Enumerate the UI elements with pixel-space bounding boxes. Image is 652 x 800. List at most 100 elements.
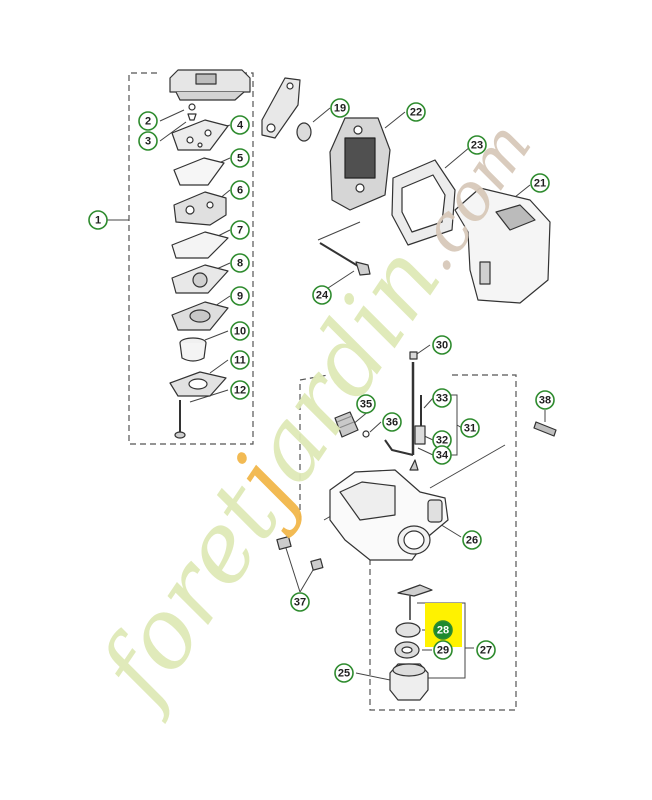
callout-label: 21 xyxy=(534,178,546,190)
callout-label: 6 xyxy=(237,185,243,197)
callout-circle xyxy=(290,592,310,612)
callout-circle xyxy=(433,620,453,640)
callout-label: 35 xyxy=(360,399,372,411)
callout-circle xyxy=(230,115,250,135)
callout-22: 22 xyxy=(406,102,426,122)
callout-label: 36 xyxy=(386,417,398,429)
pump-cover xyxy=(171,119,229,151)
callout-circle xyxy=(88,210,108,230)
air-cleaner-base xyxy=(329,117,391,211)
intake-insulator xyxy=(261,77,301,139)
primer-retainer xyxy=(169,371,227,397)
callout-circle xyxy=(432,445,452,465)
callout-circle xyxy=(467,135,487,155)
callout-9: 9 xyxy=(230,286,250,306)
callout-circle xyxy=(432,335,452,355)
callout-label: 32 xyxy=(436,435,448,447)
long-bolt xyxy=(319,242,371,276)
callout-circle xyxy=(535,390,555,410)
callout-7: 7 xyxy=(230,220,250,240)
callout-3: 3 xyxy=(138,131,158,151)
carburetor-mid-body xyxy=(173,191,227,226)
tank-damper-a xyxy=(276,536,292,550)
callout-circle xyxy=(334,663,354,683)
callout-circle xyxy=(230,180,250,200)
callout-12: 12 xyxy=(230,380,250,400)
callout-31: 31 xyxy=(460,418,480,438)
pump-gasket xyxy=(173,157,225,186)
callout-label: 2 xyxy=(145,116,151,128)
callout-33: 33 xyxy=(432,388,452,408)
callout-29: 29 xyxy=(433,640,453,660)
callout-label: 5 xyxy=(237,153,243,165)
callout-label: 26 xyxy=(466,535,478,547)
fuel-cap-assembly xyxy=(394,584,433,659)
callout-circle xyxy=(432,388,452,408)
callout-label: 8 xyxy=(237,258,243,270)
air-filter xyxy=(391,159,456,246)
callout-label: 7 xyxy=(237,225,243,237)
carburetor-group-frame xyxy=(128,72,254,445)
callout-38: 38 xyxy=(535,390,555,410)
callout-label: 33 xyxy=(436,393,448,405)
tank-damper-b xyxy=(310,558,324,571)
filter-cap xyxy=(409,351,418,360)
callout-23: 23 xyxy=(467,135,487,155)
callout-8: 8 xyxy=(230,253,250,273)
callout-label: 4 xyxy=(237,120,244,132)
callout-5: 5 xyxy=(230,148,250,168)
pin-3 xyxy=(187,113,197,121)
callout-circle xyxy=(230,220,250,240)
callout-circle xyxy=(530,173,550,193)
fuel-cap xyxy=(389,663,429,701)
callout-circle xyxy=(230,350,250,370)
callout-circle xyxy=(330,98,350,118)
fuel-tank xyxy=(329,469,449,561)
callout-label: 29 xyxy=(437,645,449,657)
callout-circle xyxy=(460,418,480,438)
callout-circle xyxy=(382,412,402,432)
callout-circle xyxy=(138,111,158,131)
callout-34: 34 xyxy=(432,445,452,465)
metering-diaphragm xyxy=(171,264,229,294)
callout-circle xyxy=(230,286,250,306)
spring-pin xyxy=(533,421,557,437)
callout-label: 3 xyxy=(145,136,151,148)
callout-24: 24 xyxy=(312,285,332,305)
callout-label: 22 xyxy=(410,107,422,119)
air-cleaner-cover xyxy=(454,187,551,304)
callout-11: 11 xyxy=(230,350,250,370)
callout-4: 4 xyxy=(230,115,250,135)
callout-circle xyxy=(462,530,482,550)
callout-label: 31 xyxy=(464,423,476,435)
callout-circle xyxy=(230,253,250,273)
fuel-lines xyxy=(384,362,426,471)
metering-gasket xyxy=(171,231,229,259)
callout-label: 23 xyxy=(471,140,483,152)
callout-circle xyxy=(230,380,250,400)
callout-label: 1 xyxy=(95,215,101,227)
fuel-tank-group-frame-right xyxy=(369,374,517,711)
callout-label: 28 xyxy=(437,625,449,637)
callout-circle xyxy=(230,321,250,341)
callout-1: 1 xyxy=(88,210,108,230)
callout-label: 37 xyxy=(294,597,306,609)
callout-label: 10 xyxy=(234,326,246,338)
callout-layer: 1234567891011121921222324252627282930313… xyxy=(88,98,555,683)
primer-bulb xyxy=(179,337,207,362)
watermark-text: foretjardin.com xyxy=(75,93,552,726)
callout-21: 21 xyxy=(530,173,550,193)
callout-circle xyxy=(230,148,250,168)
callout-25: 25 xyxy=(334,663,354,683)
carburetor-screw xyxy=(174,400,186,439)
callout-label: 30 xyxy=(436,340,448,352)
callout-32: 32 xyxy=(432,430,452,450)
valve-oring xyxy=(362,430,370,438)
callout-circle xyxy=(312,285,332,305)
callout-label: 11 xyxy=(234,355,246,367)
callout-label: 19 xyxy=(334,103,346,115)
callout-37: 37 xyxy=(290,592,310,612)
callout-label: 34 xyxy=(436,450,449,462)
callout-label: 24 xyxy=(316,290,329,302)
